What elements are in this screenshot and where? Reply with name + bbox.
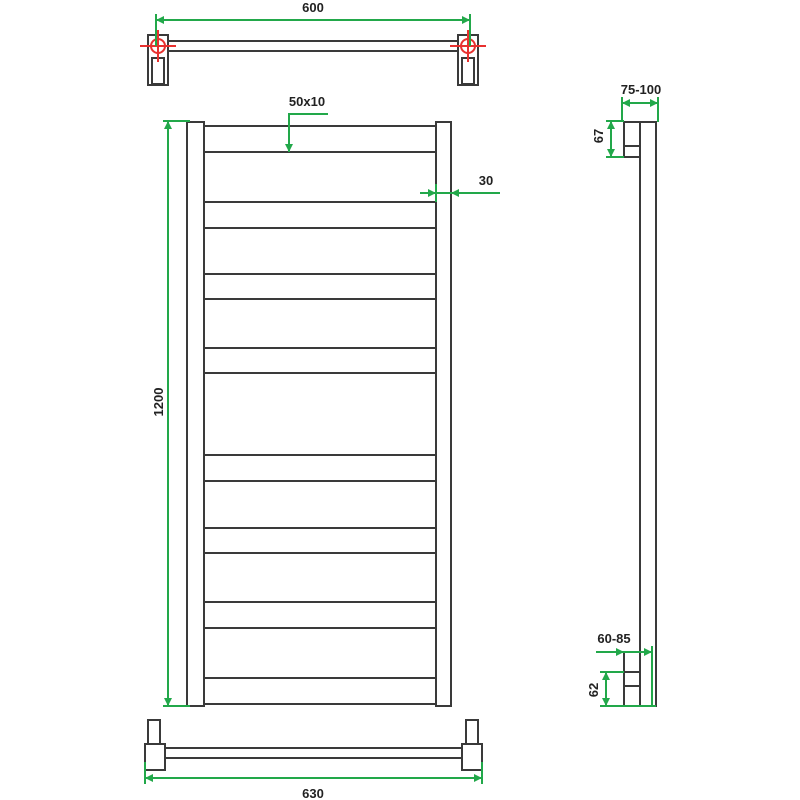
bracket-bottom-dimension — [600, 671, 656, 707]
front-view — [186, 121, 452, 707]
bracket-top-dimension — [606, 120, 624, 158]
rung-4 — [203, 347, 437, 374]
rung-3 — [203, 273, 437, 300]
top-view-tube — [147, 40, 479, 52]
rung-8 — [203, 677, 437, 705]
height-dimension — [163, 120, 190, 707]
rung-2 — [203, 201, 437, 229]
bracket-top-label: 67 — [591, 129, 606, 143]
right-upright — [435, 121, 452, 707]
top-width-dimension — [155, 14, 471, 46]
side-view — [623, 121, 657, 707]
bottom-view-tube — [149, 747, 481, 759]
wall-distance-bottom-label: 60-85 — [597, 631, 630, 646]
top-view-connectors — [140, 30, 486, 62]
rungs — [203, 125, 437, 705]
wall-distance-top-dimension — [621, 97, 659, 122]
bottom-width-label: 630 — [302, 786, 324, 800]
top-width-label: 600 — [302, 0, 324, 15]
bar-profile-label: 50x10 — [289, 94, 325, 109]
rung-5 — [203, 454, 437, 482]
frame-gap-dimension — [420, 184, 500, 202]
wall-distance-top-label: 75-100 — [621, 82, 661, 97]
bottom-view — [144, 719, 483, 771]
top-view — [147, 34, 479, 86]
bottom-view-left-block — [144, 743, 166, 771]
wall-distance-bottom-dimension — [596, 646, 653, 706]
left-upright — [186, 121, 205, 707]
bottom-width-dimension — [144, 762, 483, 784]
bar-profile-leader — [285, 113, 328, 152]
bracket-bottom-label: 62 — [586, 683, 601, 697]
bottom-view-right-block — [461, 743, 483, 771]
rung-1 — [203, 125, 437, 153]
side-upright — [639, 121, 657, 707]
height-label: 1200 — [151, 388, 166, 417]
rung-7 — [203, 601, 437, 629]
rung-6 — [203, 527, 437, 554]
side-bottom-bracket-foot — [623, 671, 641, 687]
side-top-bracket — [623, 121, 641, 158]
frame-gap-label: 30 — [479, 173, 493, 188]
